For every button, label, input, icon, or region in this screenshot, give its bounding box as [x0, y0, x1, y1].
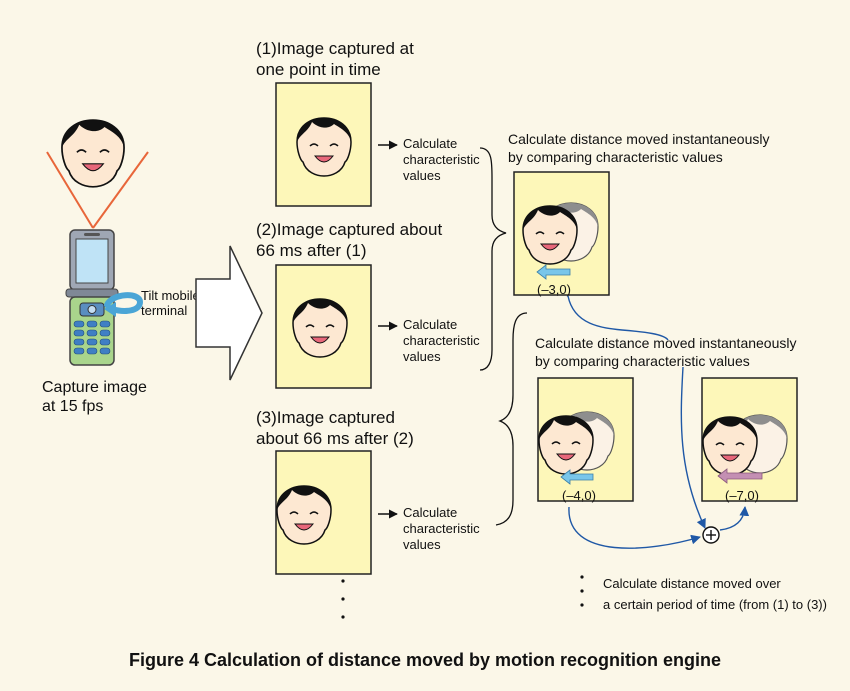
period-note: Calculate distance moved over a certain … [603, 576, 827, 612]
process-arrow-icon [195, 245, 263, 381]
user-face [61, 119, 125, 188]
compare-top-face [522, 205, 578, 265]
tilt-label: Tilt mobile terminal [141, 288, 203, 318]
camera-beam [46, 151, 149, 229]
compare-bottom-face [538, 415, 594, 475]
compare-top-vector: (–3,0) [537, 282, 571, 297]
flow-top-link [567, 295, 669, 341]
tilt-arrow-icon [104, 292, 144, 317]
brace-frames-2-3 [495, 312, 528, 526]
frame2-calc-label: Calculate characteristic values [403, 317, 483, 364]
total-face [702, 416, 758, 476]
brace-frames-1-2 [479, 147, 507, 371]
frame3-face [276, 485, 332, 545]
compare-bottom-vector: (–4,0) [562, 488, 596, 503]
frame1-calc-label: Calculate characteristic values [403, 136, 483, 183]
mobile-phone-icon [65, 229, 119, 366]
frame2-heading: (2)Image captured about 66 ms after (1) [256, 220, 447, 260]
total-vector: (–7,0) [725, 488, 759, 503]
plus-icon [702, 526, 720, 544]
total-arrow-icon [717, 468, 763, 484]
frame3-calc-label: Calculate characteristic values [403, 505, 483, 552]
capture-label: Capture image at 15 fps [42, 379, 151, 415]
compare-bottom-arrow-icon [560, 469, 594, 485]
frame2-face [292, 298, 348, 358]
frame1-face [296, 117, 352, 177]
flow-top-to-sum [680, 366, 706, 529]
compare-top-arrow-icon [536, 264, 571, 280]
continuation-dots [341, 579, 345, 619]
period-note-dots [580, 575, 584, 607]
frame3-heading: (3)Image captured about 66 ms after (2) [256, 408, 414, 448]
figure-caption: Figure 4 Calculation of distance moved b… [129, 650, 721, 670]
compare-top-text: Calculate distance moved instantaneously… [508, 131, 773, 165]
compare-bottom-text: Calculate distance moved instantaneously… [535, 335, 800, 369]
frame1-heading: (1)Image captured at one point in time [256, 39, 419, 79]
flow-bottom-to-sum [568, 506, 701, 549]
flow-sum-to-total [719, 506, 750, 531]
